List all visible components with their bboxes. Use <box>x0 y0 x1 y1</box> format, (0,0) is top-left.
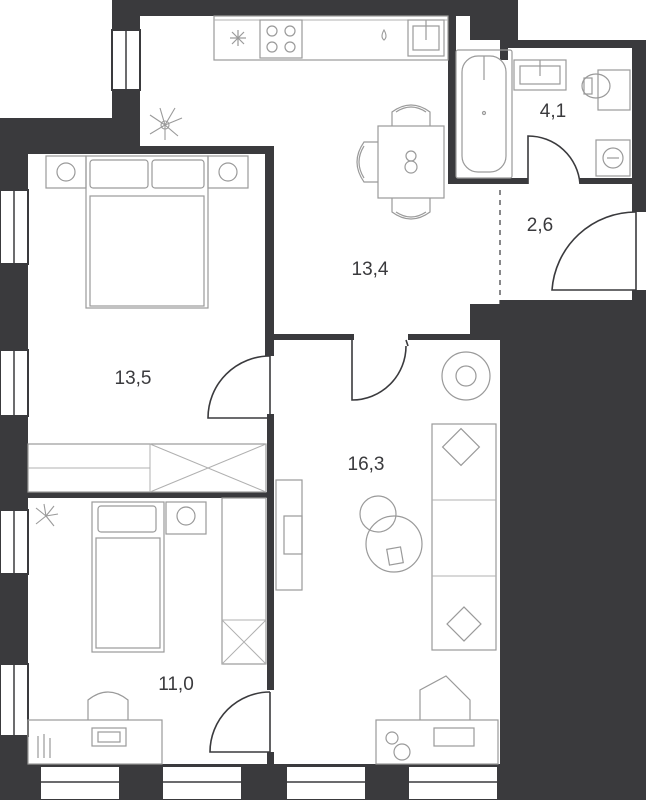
toilet-icon <box>581 69 631 111</box>
window-bottom-4 <box>407 765 499 800</box>
sink-icon <box>407 19 445 57</box>
chair-icon-small <box>87 691 129 720</box>
area-label-bathroom: 4,1 <box>539 101 567 122</box>
table-icon <box>377 125 445 199</box>
bathroom-furniture <box>455 49 631 179</box>
wardrobe-icon-small <box>221 497 267 665</box>
plant-icon <box>149 107 183 140</box>
lamp-icon <box>441 351 491 401</box>
wardrobe-icon <box>27 443 267 493</box>
washing-machine-icon <box>595 139 631 177</box>
sink-icon-bath <box>513 59 567 91</box>
living-room-furniture <box>275 351 499 765</box>
window-bottom-1 <box>39 765 121 800</box>
kitchen-furniture <box>149 15 449 220</box>
area-label-living-room: 16,3 <box>347 454 385 475</box>
tv-icon <box>275 479 303 591</box>
plant-icon-2 <box>35 503 59 527</box>
nightstand-icon-small <box>165 501 207 535</box>
chair-icon-living <box>419 675 471 720</box>
area-label-small-bedroom: 11,0 <box>158 674 194 695</box>
area-label-kitchen: 13,4 <box>351 259 389 280</box>
windows <box>0 29 499 800</box>
master-bedroom-furniture <box>27 155 267 493</box>
snowflake-icon <box>230 30 246 46</box>
small-bedroom-furniture <box>27 497 267 765</box>
bed-icon <box>85 155 209 309</box>
bed-icon-small <box>91 501 165 653</box>
desk-icon <box>27 719 163 765</box>
doors <box>207 135 637 753</box>
area-label-hallway: 2,6 <box>526 215 554 236</box>
nightstand-icon <box>45 155 249 189</box>
kitchen-counter <box>213 15 449 61</box>
stove-icon <box>259 19 303 59</box>
coffee-table-icon <box>359 495 423 573</box>
chair-icon <box>356 104 431 220</box>
desk-icon-living <box>375 719 499 765</box>
window-bottom-2 <box>161 765 243 800</box>
drop-icon <box>381 28 387 41</box>
window-bottom-3 <box>285 765 367 800</box>
sofa-icon <box>431 423 497 651</box>
area-label-master-bedroom: 13,5 <box>114 368 152 389</box>
bathtub-icon <box>455 49 513 179</box>
